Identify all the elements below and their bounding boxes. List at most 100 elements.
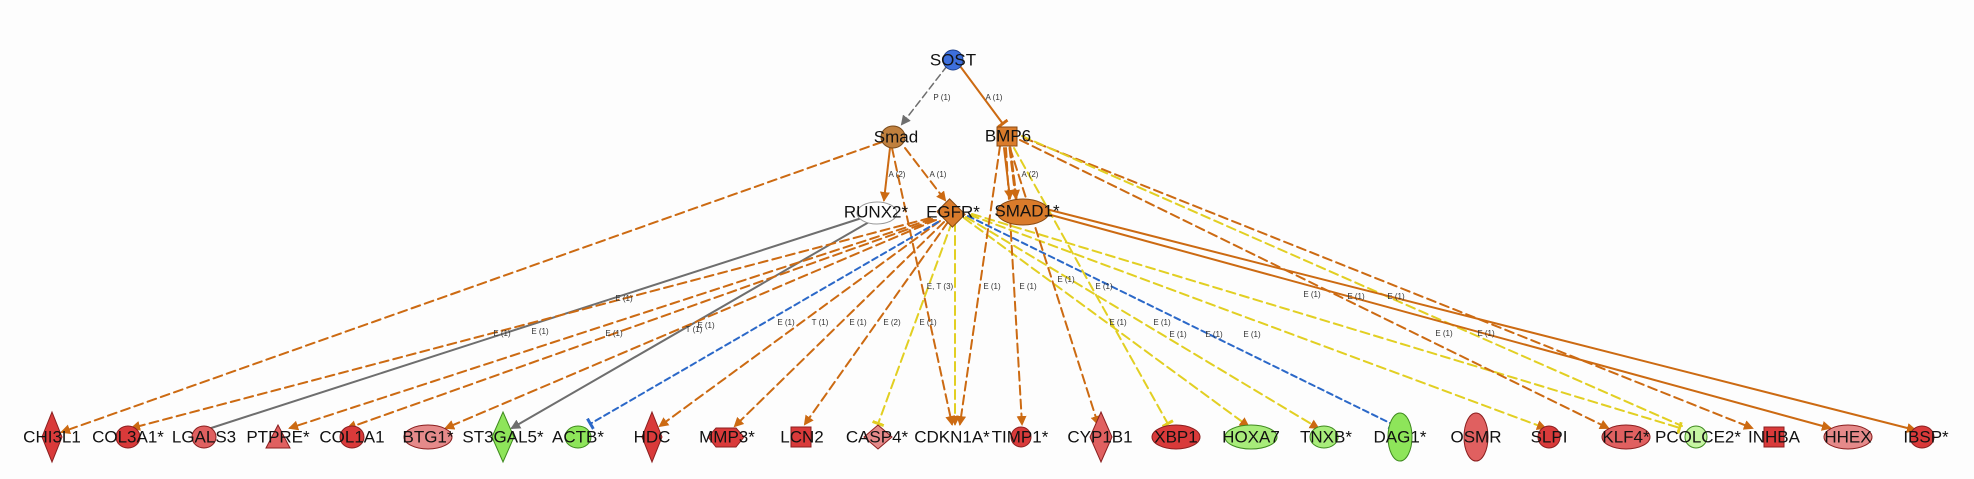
edge-label-13: E (1): [983, 282, 1001, 291]
node-hoxa7-label: HOXA7: [1222, 427, 1280, 446]
node-dag1-shape[interactable]: [1387, 412, 1413, 462]
edge-egfr-col3a1: [130, 217, 931, 431]
node-chi3l1-label: CHI3L1: [23, 427, 81, 446]
node-chi3l1-shape[interactable]: [41, 410, 63, 464]
edge-egfr-hdc: [658, 220, 941, 428]
node-actb-shape[interactable]: [564, 425, 592, 449]
node-tnxb-label: TNXB*: [1300, 427, 1352, 446]
node-runx2-shape[interactable]: [856, 201, 898, 225]
edge-label-smad-runx2: A (2): [889, 170, 906, 179]
node-st3gal5-label: ST3GAL5*: [462, 427, 544, 446]
node-tnxb-shape[interactable]: [1309, 425, 1339, 449]
node-col3a1-shape[interactable]: [115, 425, 141, 449]
node-slpi-shape[interactable]: [1537, 425, 1561, 449]
node-cyp1b1-shape[interactable]: [1089, 410, 1113, 464]
node-ptpre-shape[interactable]: [265, 423, 291, 449]
node-col1a1-shape[interactable]: [339, 425, 365, 449]
upstream-nodes: SOST Smad BMP6 RUNX2* EGFR* SMAD1*: [844, 49, 1060, 228]
node-bmp6-shape[interactable]: [996, 126, 1018, 147]
node-mmp3-shape[interactable]: [707, 427, 745, 448]
edge-label-17: E (1): [1109, 318, 1127, 327]
edge-bmp6-cyp1b1: [1009, 147, 1101, 426]
edge-label-26: E (1): [1477, 329, 1495, 338]
edge-bmp6-inhba: [1023, 137, 1754, 430]
edge-egfr-mmp3: [733, 221, 945, 428]
node-egfr-label: EGFR*: [926, 202, 980, 221]
edge-bmp6-klf4: [1019, 139, 1610, 429]
node-timp1-label: TIMP1*: [992, 427, 1049, 446]
edge-sost-smad: [900, 65, 948, 126]
edge-label-5: T (1): [686, 325, 703, 334]
edge-label-10: E (2): [883, 318, 901, 327]
node-hhex-label: HHEX: [1824, 427, 1871, 446]
node-egfr-shape[interactable]: [936, 198, 966, 228]
edge-bmp6-xbp1: [1013, 147, 1174, 428]
node-lcn2-shape[interactable]: [790, 426, 812, 448]
node-lgals3-label: LGALS3: [172, 427, 236, 446]
edge-label-smad-egfr: A (1): [930, 170, 947, 179]
edge-egfr-casp4: [872, 221, 953, 428]
node-pcolce2-shape[interactable]: [1684, 425, 1708, 449]
edge-bmp6-pcolce2: [1021, 135, 1683, 427]
node-cyp1b1-label: CYP1B1: [1067, 427, 1132, 446]
node-xbp1-shape[interactable]: [1151, 424, 1201, 450]
node-st3gal5-shape[interactable]: [491, 410, 515, 464]
node-actb-label: ACTB*: [552, 427, 604, 446]
node-inhba-label: INHBA: [1748, 427, 1801, 446]
node-smad1-shape[interactable]: [996, 198, 1050, 226]
node-timp1-shape[interactable]: [1010, 426, 1032, 448]
edge-label-23: E (1): [1347, 292, 1365, 301]
edge-egfr-actb: [586, 221, 939, 430]
edge-egfr-slpi: [969, 214, 1547, 430]
edge-label-9: E (1): [849, 318, 867, 327]
edge-smad1-ibsp: [1041, 207, 1917, 433]
node-btg1-shape[interactable]: [403, 424, 453, 450]
downstream-nodes: CHI3L1 COL3A1* LGALS3 PTPRE* COL1A1 BTG1…: [23, 410, 1949, 464]
edge-label-15: E (1): [1057, 275, 1075, 284]
node-col1a1-label: COL1A1: [319, 427, 384, 446]
node-dag1-label: DAG1*: [1374, 427, 1427, 446]
node-casp4-shape[interactable]: [863, 424, 893, 450]
edge-egfr-lcn2: [803, 221, 949, 426]
edge-smad-chi3l1: [60, 141, 883, 435]
node-sost-shape[interactable]: [942, 49, 964, 71]
node-klf4-label: KLF4*: [1602, 427, 1650, 446]
node-hoxa7-shape[interactable]: [1224, 424, 1278, 450]
node-hdc-shape[interactable]: [641, 410, 663, 464]
node-ibsp-label: IBSP*: [1903, 427, 1949, 446]
node-col3a1-label: COL3A1*: [92, 427, 164, 446]
edge-egfr-col1a1: [346, 219, 935, 431]
edge-bmp6-cdkn1a: [956, 145, 1001, 426]
node-smad1-label: SMAD1*: [994, 201, 1060, 220]
node-cdkn1a-shape[interactable]: [940, 425, 970, 449]
node-casp4-label: CASP4*: [846, 427, 909, 446]
node-lgals3-shape[interactable]: [191, 425, 217, 449]
edge-egfr-ptpre: [288, 218, 933, 431]
edge-label-sost-bmp6: A (1): [986, 93, 1003, 102]
node-btg1-label: BTG1*: [402, 427, 453, 446]
edge-label-4: E (1): [605, 329, 623, 338]
node-hhex-shape[interactable]: [1823, 424, 1873, 450]
edge-egfr-pcolce2: [971, 213, 1683, 435]
node-ibsp-shape[interactable]: [1909, 425, 1935, 449]
node-inhba-shape[interactable]: [1763, 426, 1785, 448]
edge-label-1: E (1): [615, 294, 633, 303]
node-klf4-shape[interactable]: [1601, 424, 1651, 450]
edge-egfr-btg1: [444, 219, 937, 430]
edge-label-22: E (1): [1303, 290, 1321, 299]
node-smad-shape[interactable]: [880, 125, 906, 149]
node-xbp1-label: XBP1: [1154, 427, 1197, 446]
edge-label-19: E (1): [1169, 330, 1187, 339]
edge-bmp6-smad1: [1008, 146, 1021, 200]
edge-label-18: E (1): [1153, 318, 1171, 327]
node-cdkn1a-label: CDKN1A*: [914, 427, 990, 446]
node-runx2-label: RUNX2*: [844, 202, 909, 221]
edge-label-24: E (1): [1387, 292, 1405, 301]
node-osmr-label: OSMR: [1451, 427, 1502, 446]
edge-label-8: T (1): [812, 318, 829, 327]
edge-label-2: E (1): [493, 329, 511, 338]
node-bmp6-label: BMP6: [985, 126, 1031, 145]
edge-label-21: E (1): [1243, 330, 1261, 339]
node-osmr-shape[interactable]: [1463, 412, 1489, 462]
edge-label-11: E (1): [919, 318, 937, 327]
